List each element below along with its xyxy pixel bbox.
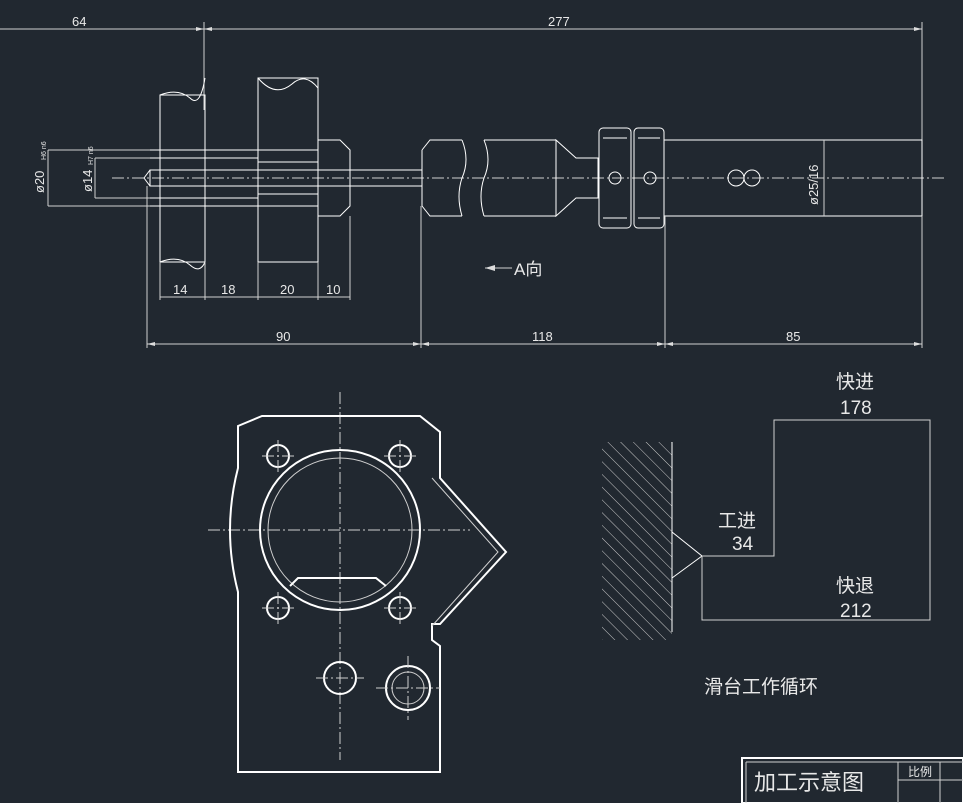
view-a-label: A向 bbox=[514, 260, 542, 279]
tol-20: H6 n6 bbox=[41, 141, 48, 160]
slide-cycle-diagram: 快进 178 工进 34 快退 212 滑台工作循环 bbox=[602, 371, 931, 698]
dim-14: 14 bbox=[173, 282, 187, 297]
fast-forward-label: 快进 bbox=[836, 371, 874, 393]
work-feed-label: 工进 bbox=[718, 510, 756, 532]
guide-bushing bbox=[317, 139, 351, 217]
tool-assembly-view: 64 277 bbox=[0, 14, 945, 348]
part-outline bbox=[229, 415, 508, 773]
dim-10: 10 bbox=[326, 282, 340, 297]
dim-dia20: ø20 bbox=[32, 171, 47, 193]
lower-dimension-row-1: 14 18 20 10 bbox=[159, 216, 351, 300]
lower-dimension-row-2: 90 118 85 bbox=[146, 186, 923, 348]
tol-14: H7 n6 bbox=[88, 146, 95, 165]
dim-277: 277 bbox=[548, 14, 570, 29]
dim-dia14: ø14 bbox=[80, 170, 95, 192]
dim-118: 118 bbox=[532, 329, 553, 344]
diameter-labels-left: ø20 H6 n6 ø14 H7 n6 bbox=[32, 141, 150, 207]
dim-dia25: ø25/16 bbox=[806, 165, 821, 205]
dim-20: 20 bbox=[280, 282, 294, 297]
tool-holder bbox=[421, 138, 599, 218]
work-feed-value: 34 bbox=[732, 534, 754, 555]
drill-bar bbox=[143, 149, 423, 207]
dim-90: 90 bbox=[276, 329, 290, 344]
dim-64: 64 bbox=[72, 14, 86, 29]
top-dimension-lines: 64 277 bbox=[0, 14, 923, 140]
title-block-name: 加工示意图 bbox=[754, 770, 864, 795]
dim-18: 18 bbox=[221, 282, 235, 297]
title-block-scale: 比例 bbox=[908, 765, 932, 779]
title-block: 加工示意图 比例 bbox=[741, 757, 963, 803]
view-a-arrow: A向 bbox=[485, 260, 542, 279]
fast-forward-value: 178 bbox=[840, 398, 872, 419]
cycle-title: 滑台工作循环 bbox=[704, 676, 818, 698]
dim-85: 85 bbox=[786, 329, 800, 344]
spindle: ø25/16 bbox=[663, 139, 923, 217]
part-view bbox=[208, 392, 508, 773]
fast-back-label: 快退 bbox=[836, 575, 874, 597]
workpiece-wall-left bbox=[159, 77, 206, 270]
fast-back-value: 212 bbox=[840, 601, 872, 622]
